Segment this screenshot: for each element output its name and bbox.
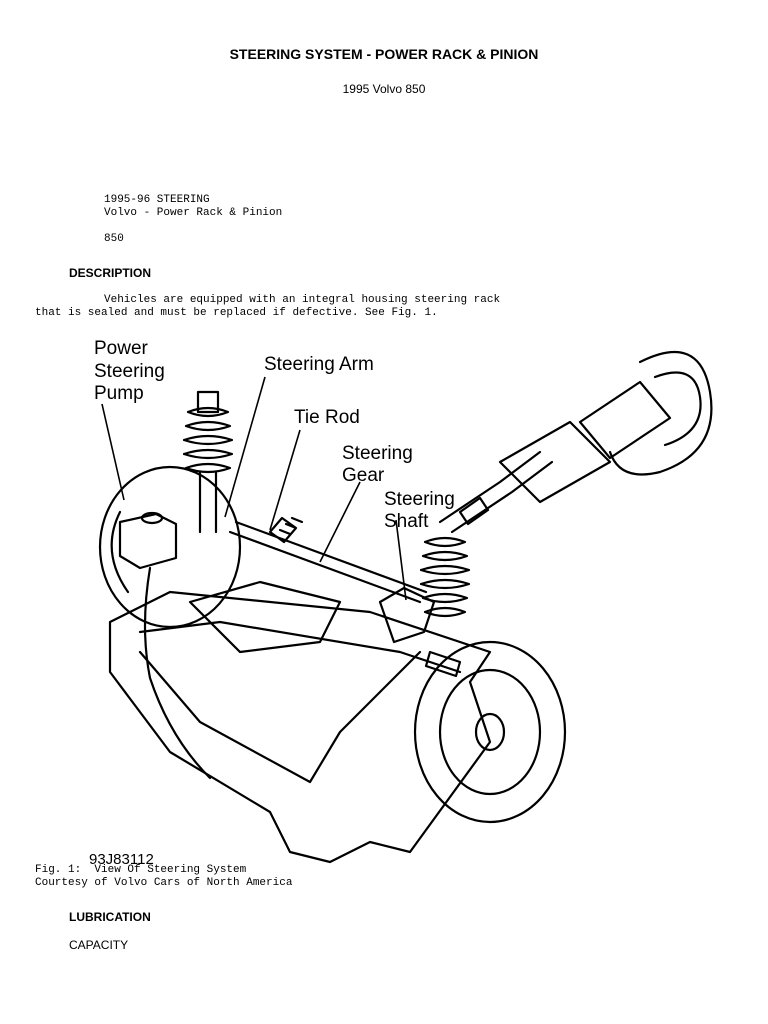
description-heading: DESCRIPTION [69, 266, 152, 280]
page-title: STEERING SYSTEM - POWER RACK & PINION [229, 46, 539, 62]
label-pump: Pump [94, 383, 144, 404]
label-gear-line-1: Steering [342, 443, 413, 464]
figure-code: 93J83112 [89, 851, 154, 864]
lubrication-heading: LUBRICATION [69, 910, 151, 924]
steering-column [498, 420, 612, 504]
intro-line-2: Volvo - Power Rack & Pinion [104, 207, 283, 219]
label-steering-arm: Steering Arm [264, 354, 374, 375]
capacity-subheading: CAPACITY [69, 938, 129, 952]
intro-model: 850 [104, 233, 124, 245]
steering-shaft [438, 450, 554, 534]
left-wheel [98, 465, 242, 629]
label-power: Power [94, 338, 149, 359]
label-gear-line-2: Gear [342, 465, 385, 486]
left-coil-spring [182, 406, 234, 474]
steering-rack [228, 520, 428, 604]
right-coil-spring [419, 536, 471, 618]
figure-drawing [98, 350, 713, 864]
label-shaft-line-2: Shaft [384, 511, 429, 532]
description-line-1: Vehicles are equipped with an integral h… [104, 294, 501, 306]
label-steering: Steering [94, 361, 165, 382]
leader-lines [101, 376, 407, 601]
label-shaft-line-1: Steering [384, 489, 455, 510]
right-wheel [413, 640, 567, 824]
figure-caption-line-2: Courtesy of Volvo Cars of North America [35, 877, 293, 889]
steering-system-figure: Power Steering Pump Steering Arm Tie Rod… [89, 338, 713, 864]
description-line-2: that is sealed and must be replaced if d… [35, 307, 438, 319]
label-tie-rod: Tie Rod [294, 407, 360, 428]
steering-wheel [608, 350, 713, 476]
figure-caption-line-1: Fig. 1: View Of Steering System [35, 864, 247, 876]
intro-line-1: 1995-96 STEERING [104, 194, 210, 206]
subframe [108, 590, 492, 864]
page-subtitle: 1995 Volvo 850 [342, 82, 426, 96]
